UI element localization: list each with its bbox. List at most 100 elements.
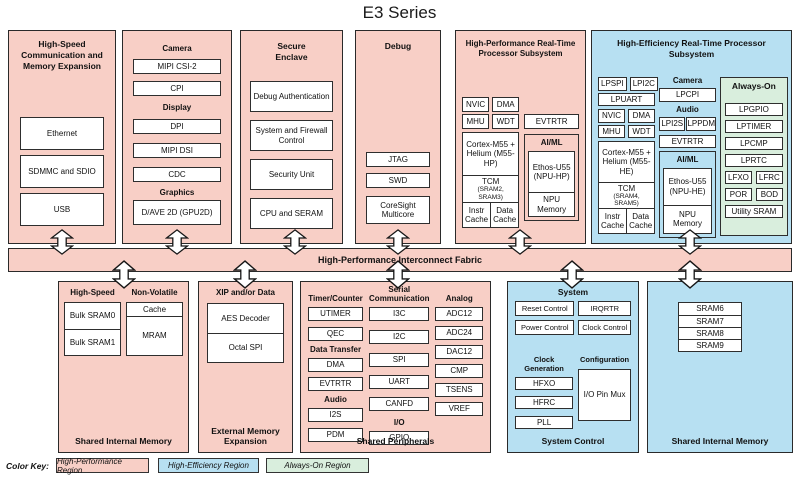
box-canfd: CANFD — [369, 397, 430, 411]
box-lpspi: LPSPI — [598, 77, 627, 91]
bidirectional-arrow-icon — [508, 229, 532, 255]
box-data-cache: Data Cache — [490, 203, 518, 227]
box-dac12: DAC12 — [435, 345, 483, 359]
box-adc12: ADC12 — [435, 307, 483, 321]
box-cdc: CDC — [133, 166, 221, 182]
section-header-configuration: Configuration — [579, 355, 630, 365]
box-pll: PLL — [515, 415, 574, 429]
box-tcm-he: TCM (SRAM4, SRAM5) — [599, 182, 654, 208]
box-sram8: SRAM8 — [679, 327, 741, 339]
box-bulk-sram1: Bulk SRAM1 — [65, 328, 120, 355]
section-header-non-volatile: Non-Volatile — [131, 288, 178, 297]
block-system-control: System Reset Control IRQRTR Power Contro… — [507, 281, 639, 453]
box-ethernet: Ethernet — [20, 117, 104, 150]
block-debug: Debug JTAG SWD CoreSight Multicore — [355, 30, 441, 244]
box-lpi2s: LPI2S — [659, 116, 686, 131]
section-header-timer-counter: Timer/Counter — [308, 294, 363, 304]
box-lpgpio: LPGPIO — [725, 103, 783, 117]
always-on-region: Always-On LPGPIO LPTIMER LPCMP LPRTC LFX… — [720, 77, 788, 236]
box-nvic: NVIC — [462, 97, 490, 112]
box-cmp: CMP — [435, 364, 483, 378]
box-lpuart: LPUART — [598, 93, 655, 106]
block-footer-label: Shared Peripherals — [356, 436, 435, 447]
box-i3c: I3C — [369, 307, 430, 321]
section-header-xip-data: XIP and/or Data — [216, 288, 275, 297]
box-sram7: SRAM7 — [679, 315, 741, 327]
box-cortex-m55-he: Cortex-M55 + Helium (M55-HE) — [602, 148, 651, 176]
section-header-analog: Analog — [445, 294, 473, 304]
section-header-audio: Audio — [676, 104, 699, 114]
box-ethos-u55-he: Ethos-U55 (NPU-HE) — [668, 177, 707, 196]
bidirectional-arrow-icon — [678, 229, 702, 255]
block-secure-enclave: Secure Enclave Debug Authentication Syst… — [240, 30, 343, 244]
color-key-high-efficiency: High-Efficiency Region — [157, 458, 259, 473]
box-lpcmp: LPCMP — [725, 137, 783, 151]
block-footer-label: System Control — [541, 436, 605, 447]
box-qec: QEC — [308, 327, 364, 341]
box-mram: MRAM — [127, 315, 182, 355]
box-usb: USB — [20, 193, 104, 226]
section-header-always-on: Always-On — [731, 81, 776, 91]
bidirectional-arrow-icon — [560, 260, 584, 289]
section-header-data-transfer: Data Transfer — [309, 345, 362, 354]
box-lptimer: LPTIMER — [725, 120, 783, 134]
fabric-label: High-Performance Interconnect Fabric — [317, 255, 483, 265]
section-header-aiml: AI/ML — [676, 154, 699, 164]
color-key-high-performance: High-Performance Region — [55, 457, 149, 475]
box-npu-memory: NPU Memory — [664, 204, 711, 233]
tcm-sram-label: (SRAM2, SRAM3) — [477, 186, 504, 201]
block-he-subsystem: High-Efficiency Real-Time Processor Subs… — [591, 30, 792, 244]
box-bod: BOD — [755, 188, 783, 202]
box-dave2d-gpu2d: D/AVE 2D (GPU2D) — [133, 200, 221, 226]
bidirectional-arrow-icon — [112, 260, 136, 289]
box-bulk-sram0: Bulk SRAM0 — [69, 311, 116, 321]
section-header-aiml: AI/ML — [540, 138, 563, 147]
box-sdmmc-sdio: SDMMC and SDIO — [20, 155, 104, 188]
box-dpi: DPI — [133, 118, 221, 134]
block-shared-peripherals: Timer/Counter UTIMER QEC Data Transfer D… — [300, 281, 491, 453]
box-tcm-hp: TCM (SRAM2, SRAM3) — [463, 175, 519, 202]
bidirectional-arrow-icon — [165, 229, 189, 255]
block-shared-internal-memory-hp: High-Speed Bulk SRAM0 Bulk SRAM1 Non-Vol… — [58, 281, 189, 453]
box-ethos-u55-hp: Ethos-U55 (NPU-HP) — [532, 162, 571, 181]
box-coresight-multicore: CoreSight Multicore — [366, 196, 430, 225]
block-footer-label: Shared Internal Memory — [75, 436, 172, 447]
block-title: High-Performance Real-Time Processor Sub… — [465, 39, 576, 59]
box-gpio: GPIO — [369, 430, 430, 445]
box-mhu: MHU — [462, 114, 490, 129]
box-system-firewall-control: System and Firewall Control — [250, 120, 333, 152]
color-key: Color Key: High-Performance Region High-… — [6, 457, 369, 475]
block-camera-display-graphics: Camera MIPI CSI-2 CPI Display DPI MIPI D… — [122, 30, 232, 244]
box-mipi-dsi: MIPI DSI — [133, 142, 221, 158]
box-swd: SWD — [366, 173, 430, 189]
box-cache: Cache — [142, 304, 167, 314]
box-wdt: WDT — [492, 114, 520, 129]
box-hfxo: HFXO — [515, 376, 574, 390]
box-cortex-m55-hp: Cortex-M55 + Helium (M55-HP) — [466, 140, 515, 168]
color-key-always-on: Always-On Region — [265, 458, 369, 473]
section-header-graphics: Graphics — [159, 187, 195, 197]
box-io-pin-mux: I/O Pin Mux — [578, 368, 631, 421]
block-title: Secure Enclave — [275, 41, 308, 63]
section-header-camera: Camera — [162, 44, 192, 53]
block-title: Debug — [384, 41, 412, 51]
box-evtrtr: EVTRTR — [308, 376, 364, 391]
box-lpcpi: LPCPI — [659, 87, 716, 102]
box-utility-sram: Utility SRAM — [725, 205, 783, 219]
box-vref: VREF — [435, 402, 483, 416]
box-por: POR — [725, 188, 752, 202]
box-hfrc: HFRC — [515, 395, 574, 409]
box-sram6: SRAM6 — [696, 304, 724, 314]
box-octal-spi: Octal SPI — [208, 332, 283, 362]
box-adc24: ADC24 — [435, 326, 483, 340]
color-key-label: Color Key: — [6, 460, 49, 471]
box-mipi-csi2: MIPI CSI-2 — [133, 58, 221, 74]
box-npu-memory: NPU Memory — [529, 192, 574, 216]
box-i2s: I2S — [308, 407, 364, 422]
box-mhu: MHU — [598, 125, 625, 138]
box-sram9: SRAM9 — [679, 339, 741, 351]
block-external-memory-expansion: XIP and/or Data AES Decoder Octal SPI Ex… — [198, 281, 293, 453]
bidirectional-arrow-icon — [50, 229, 74, 255]
box-instr-cache: Instr Cache — [601, 211, 625, 230]
bidirectional-arrow-icon — [233, 260, 257, 289]
